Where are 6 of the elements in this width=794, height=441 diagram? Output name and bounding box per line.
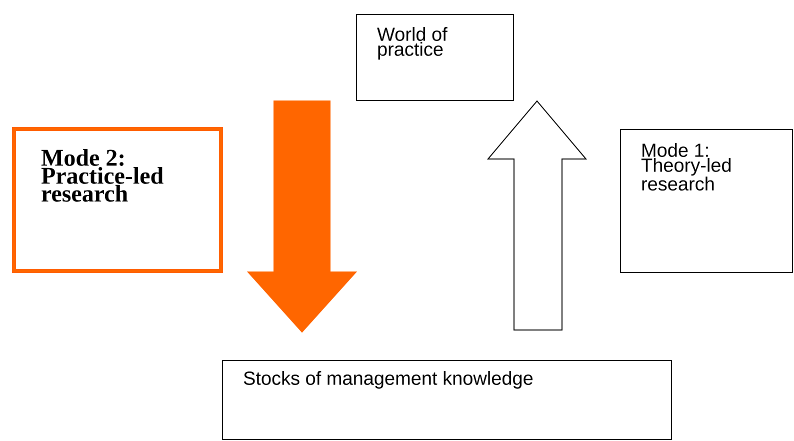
text-box: Mode 1: Theory-led research (620, 129, 793, 273)
highlighted-box: Mode 2: Practice-led research (12, 127, 223, 273)
block-arrow (486, 100, 588, 330)
text-box: World of practice (356, 14, 514, 101)
block-arrow (246, 100, 358, 333)
text-box: Stocks of management knowledge (222, 360, 672, 440)
